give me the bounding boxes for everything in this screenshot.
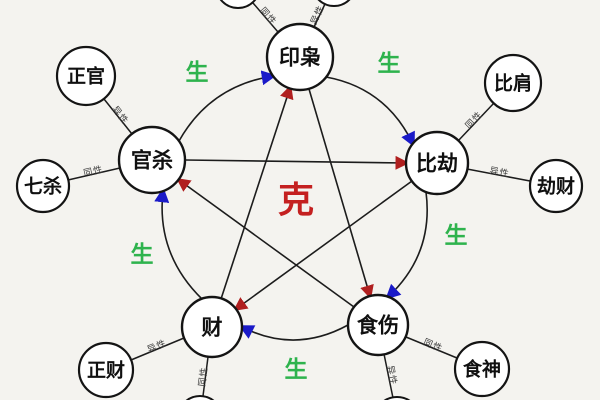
polarity-label-bottom-right: 异性	[384, 364, 400, 386]
generate-edge-cai-guansha	[154, 187, 203, 300]
node-circle-yinxiao	[265, 22, 335, 92]
sheng-label-5: 生	[131, 242, 154, 268]
overcome-edge-shishang-guansha	[176, 177, 355, 308]
node-label-zhengcai: 正财	[87, 359, 125, 382]
node-label-bijian: 比肩	[494, 72, 532, 95]
polarity-label-zhengguan: 异性	[109, 104, 131, 127]
generate-edge-shishang-cai	[238, 324, 349, 341]
node-circle-bijian	[483, 53, 543, 113]
node-circle-shishen	[453, 340, 511, 398]
cutoff-node-bottom-right	[383, 396, 411, 400]
node-label-shishang: 食伤	[357, 313, 399, 337]
spoke-yinxiao-top-right	[313, 3, 326, 28]
node-circle-guansha	[117, 125, 187, 195]
spoke-bijie-jiecai	[466, 168, 531, 182]
sheng-label-3: 生	[445, 223, 468, 249]
ke-center-label: 克	[278, 180, 314, 221]
polarity-label-zhengcai: 异性	[145, 337, 168, 356]
polarity-label-jiecai: 异性	[489, 164, 511, 180]
spoke-cai-bottom-left	[202, 356, 209, 397]
node-circle-jiecai	[528, 158, 584, 214]
node-label-bijie: 比劫	[416, 151, 458, 175]
node-label-guansha: 官杀	[131, 148, 173, 172]
overcome-edge-bijie-cai	[233, 180, 413, 312]
node-circle-zhengcai	[77, 341, 135, 399]
node-circle-cai	[180, 295, 244, 359]
node-label-jiecai: 劫财	[537, 175, 575, 198]
overcome-edge-yinxiao-shishang	[308, 88, 374, 300]
spoke-shishang-bottom-right	[383, 353, 394, 399]
node-circle-qisha	[15, 158, 71, 214]
node-circle-zhengguan	[55, 45, 117, 107]
cutoff-node-bottom-left	[185, 395, 215, 400]
node-label-qisha: 七杀	[24, 175, 62, 198]
node-circle-bijie	[404, 130, 470, 196]
node-label-zhengguan: 正官	[67, 65, 105, 88]
sheng-label-1: 生	[186, 60, 209, 86]
generate-edge-bijie-shishang	[385, 191, 428, 300]
spoke-cai-zhengcai	[130, 337, 185, 361]
cutoff-node-top-left	[219, 0, 257, 9]
polarity-label-bijian: 同性	[463, 109, 486, 132]
overcome-edge-guansha-bijie	[184, 155, 410, 170]
overcome-edge-cai-yinxiao	[220, 84, 294, 300]
spoke-guansha-zhengguan	[103, 98, 133, 135]
sheng-label-4: 生	[285, 357, 308, 383]
polarity-label-top-left: 同性	[257, 5, 279, 28]
spoke-bijie-bijian	[457, 102, 495, 142]
spoke-yinxiao-top-left	[252, 2, 279, 33]
node-label-cai: 财	[202, 315, 223, 339]
generate-edge-yinxiao-bijie	[325, 76, 415, 148]
node-circle-shishang	[346, 293, 410, 357]
node-label-yinxiao: 印枭	[279, 45, 321, 69]
polarity-label-qisha: 同性	[82, 163, 104, 179]
polarity-label-bottom-left: 同性	[196, 366, 211, 387]
generate-edge-guansha-yinxiao	[178, 70, 277, 142]
spoke-shishang-shishen	[405, 336, 458, 359]
cutoff-node-top-right	[317, 0, 351, 7]
sheng-label-2: 生	[378, 51, 401, 77]
node-label-shishen: 食神	[463, 358, 501, 381]
spoke-guansha-qisha	[67, 167, 121, 181]
